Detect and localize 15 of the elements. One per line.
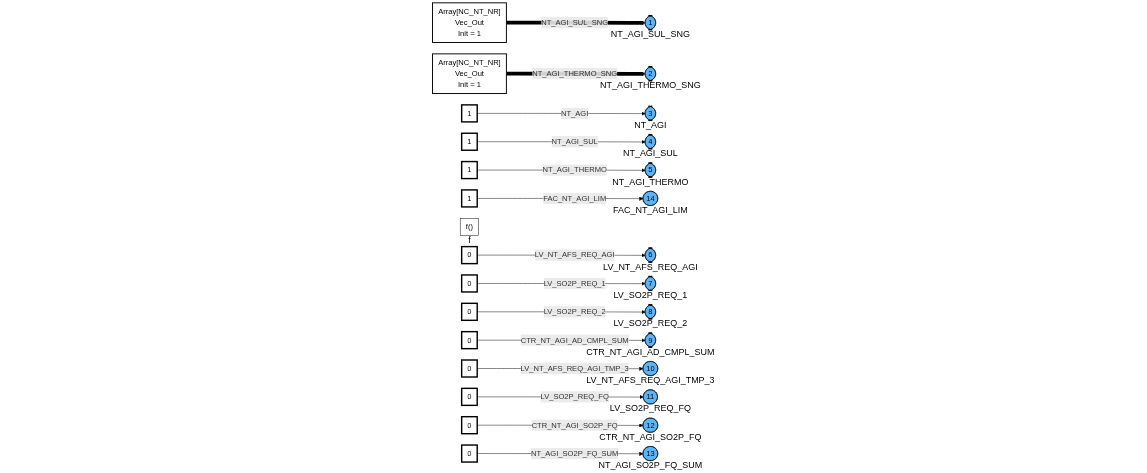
port-name: LV_SO2P_REQ_2	[613, 318, 688, 329]
port-name: LV_SO2P_REQ_1	[613, 290, 688, 301]
port-name: NT_AGI_SO2P_FQ_SUM	[598, 460, 703, 471]
port-name: NT_AGI_SUL	[622, 148, 678, 159]
port-name: CTR_NT_AGI_AD_CMPL_SUM	[586, 346, 715, 357]
port-name: NT_AGI_THERMO_SNG	[600, 80, 701, 91]
port-name: LV_SO2P_REQ_FQ	[609, 403, 691, 414]
port-name: NT_AGI	[634, 120, 667, 131]
port-name: NT_AGI_SUL_SNG	[610, 29, 690, 40]
port-name: LV_NT_AFS_REQ_AGI	[603, 261, 698, 272]
port-name: f	[468, 234, 471, 245]
port-name: CTR_NT_AGI_SO2P_FQ	[599, 431, 702, 442]
port-name: FAC_NT_AGI_LIM	[613, 205, 688, 216]
port-name: LV_NT_AFS_REQ_AGI_TMP_3	[586, 375, 715, 386]
port-name: NT_AGI_THERMO	[612, 176, 689, 187]
